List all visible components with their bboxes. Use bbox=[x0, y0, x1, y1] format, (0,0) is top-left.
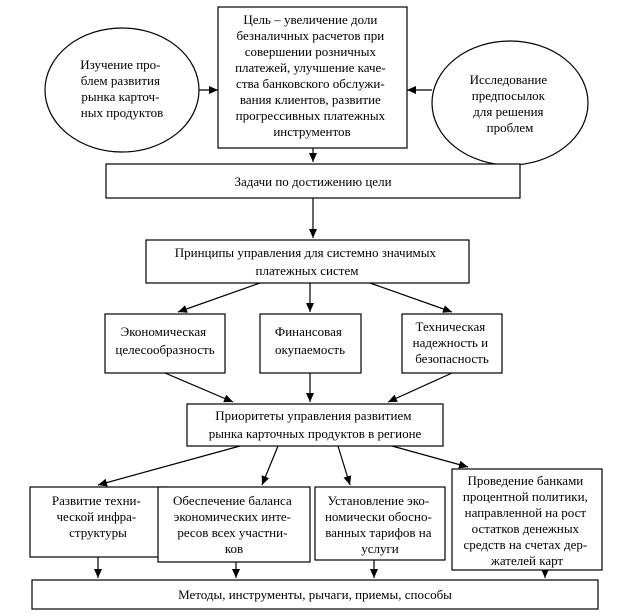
edge-priorities-to-interest bbox=[391, 445, 469, 469]
methods-text: Методы, инструменты, рычаги, приемы, спо… bbox=[178, 587, 452, 602]
goal-box: Цель – увеличение доли безналичных расче… bbox=[217, 6, 408, 149]
principles-box: Принципы управления для системно значимы… bbox=[145, 239, 470, 284]
tech-reliability-text: Техническая надежность и безопасность bbox=[413, 319, 492, 366]
fin-payback-box: Финансовая окупаемость bbox=[259, 313, 362, 374]
edge-econ-to-priorities bbox=[164, 372, 234, 403]
econ-feasibility-text: Экономическая целесообразность bbox=[115, 324, 214, 357]
research-prereq-ellipse: Исследование предпосылок для решения про… bbox=[431, 40, 589, 166]
infrastructure-text: Развитие техни- ческой инфра- структуры bbox=[52, 493, 144, 540]
interest-policy-text: Проведение банками процентной политики, … bbox=[463, 473, 591, 568]
interest-balance-text: Обеспечение баланса экономических инте- … bbox=[173, 493, 295, 556]
interest-policy-box: Проведение банками процентной политики, … bbox=[451, 468, 603, 571]
principles-text: Принципы управления для системно значимы… bbox=[175, 245, 440, 278]
tech-reliability-box: Техническая надежность и безопасность bbox=[401, 313, 503, 374]
edges bbox=[94, 86, 549, 578]
edge-principles-to-tech bbox=[369, 282, 453, 313]
infrastructure-box: Развитие техни- ческой инфра- структуры bbox=[29, 486, 168, 558]
interest-balance-box: Обеспечение баланса экономических инте- … bbox=[157, 486, 311, 563]
tasks-text: Задачи по достижению цели bbox=[234, 174, 391, 189]
study-problems-ellipse: Изучение про- блем развития рынка карточ… bbox=[44, 27, 200, 153]
fin-payback-text: Финансовая окупаемость bbox=[275, 324, 345, 357]
edge-priorities-to-infra bbox=[97, 445, 241, 487]
priorities-text: Приоритеты управления развитием рынка ка… bbox=[209, 408, 422, 441]
edge-priorities-to-balance bbox=[261, 445, 279, 486]
edge-priorities-to-tariffs bbox=[337, 445, 352, 486]
goal-text: Цель – увеличение доли безналичных расче… bbox=[235, 12, 389, 139]
tasks-box: Задачи по достижению цели bbox=[105, 163, 521, 199]
methods-box: Методы, инструменты, рычаги, приемы, спо… bbox=[31, 579, 599, 610]
research-prereq-text: Исследование предпосылок для решения про… bbox=[470, 72, 551, 135]
tariffs-box: Установление эко- номически обосно- ванн… bbox=[314, 486, 446, 561]
econ-feasibility-box: Экономическая целесообразность bbox=[104, 313, 226, 374]
edge-principles-to-econ bbox=[177, 282, 261, 313]
edge-tech-to-priorities bbox=[387, 372, 453, 403]
study-problems-text: Изучение про- блем развития рынка карточ… bbox=[80, 57, 164, 120]
priorities-box: Приоритеты управления развитием рынка ка… bbox=[186, 403, 444, 447]
tariffs-text: Установление эко- номически обосно- ванн… bbox=[325, 493, 435, 556]
